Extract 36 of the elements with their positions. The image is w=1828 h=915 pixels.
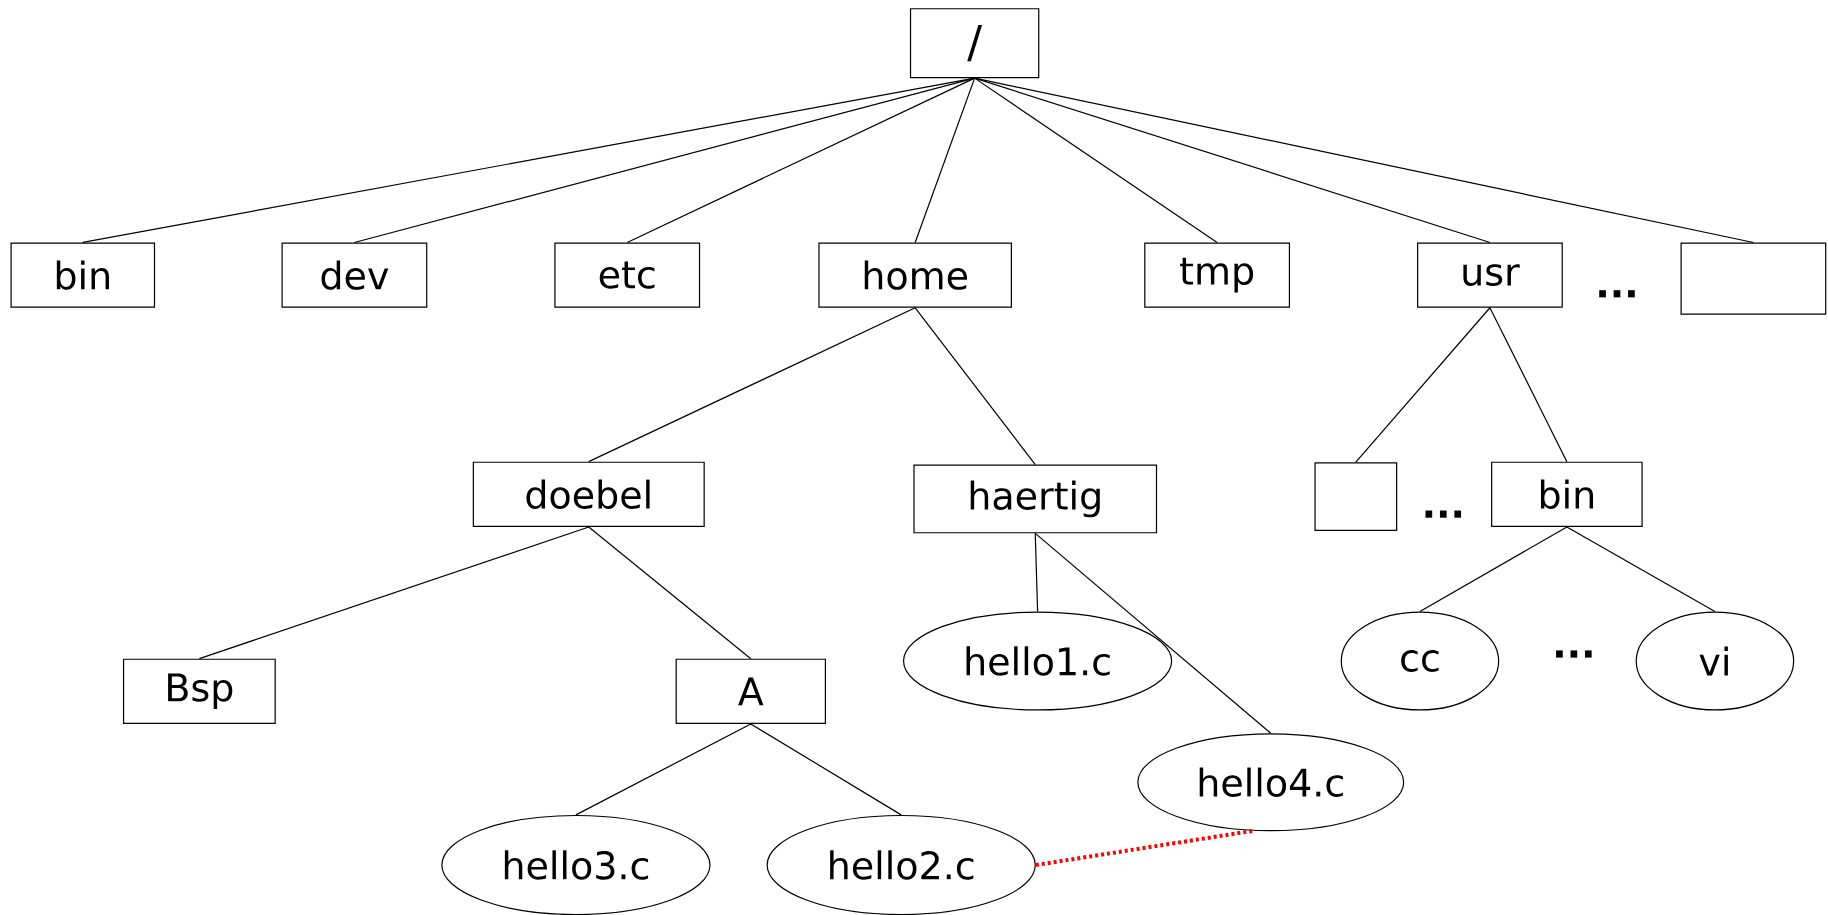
connector-line — [1489, 307, 1568, 463]
connector-line — [1034, 532, 1039, 613]
connector-line — [82, 77, 976, 244]
folder-box: haertig — [913, 464, 1158, 534]
connector-line — [198, 526, 590, 660]
folder-box: Bsp — [122, 658, 276, 724]
empty-folder-box — [1314, 462, 1398, 532]
connector-line — [1355, 307, 1491, 463]
connector-line — [1566, 526, 1716, 613]
folder-box: usr — [1417, 242, 1563, 308]
connector-line — [1419, 526, 1568, 613]
connector-line — [750, 723, 902, 816]
folder-box: home — [818, 242, 1012, 308]
ellipsis-label: ... — [1556, 650, 1592, 658]
folder-box: / — [909, 8, 1040, 79]
folder-box: bin — [10, 242, 156, 308]
folder-box: doebel — [472, 461, 705, 527]
folder-box: A — [675, 658, 826, 724]
connector-line — [588, 307, 916, 463]
connector-line — [974, 77, 1754, 244]
folder-box: etc — [554, 242, 701, 308]
connector-line — [914, 77, 976, 244]
connector-line — [575, 723, 752, 816]
connector-line — [974, 77, 1218, 244]
connector-line — [1034, 532, 1272, 734]
ellipsis-label: ... — [1425, 510, 1462, 518]
connector-line — [1035, 828, 1254, 867]
ellipsis-label: ... — [1599, 290, 1635, 298]
connector-line — [974, 77, 1491, 244]
folder-box: dev — [281, 242, 428, 308]
folder-box: bin — [1491, 461, 1643, 527]
empty-folder-box — [1680, 242, 1827, 315]
connector-line — [626, 77, 976, 244]
connector-line — [588, 526, 752, 660]
folder-box: tmp — [1144, 242, 1290, 308]
connector-line — [914, 307, 1036, 466]
